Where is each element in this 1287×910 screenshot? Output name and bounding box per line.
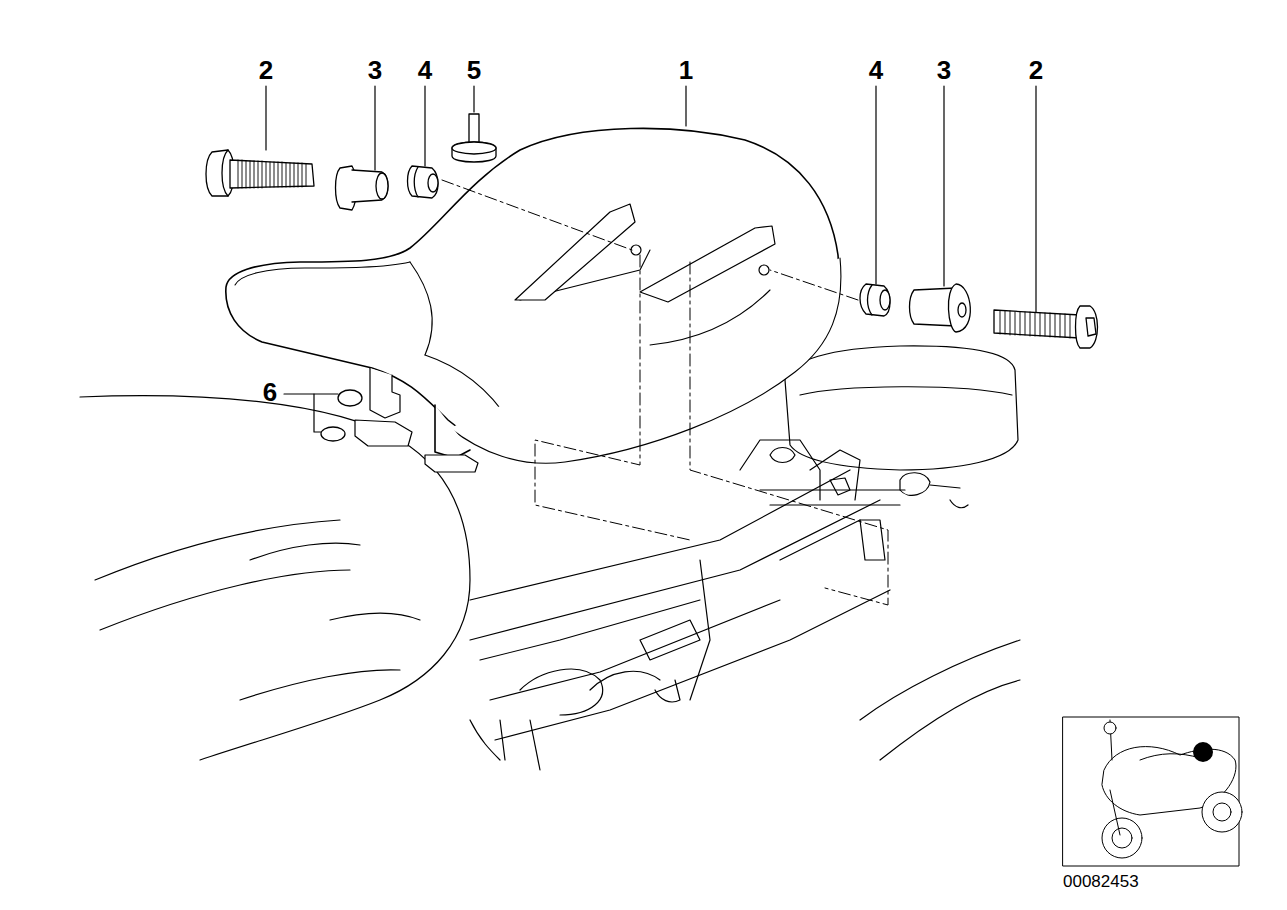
callout-number: 2 <box>259 57 273 83</box>
rear-seat <box>785 346 1020 760</box>
callout-number: 4 <box>869 57 883 83</box>
hardware <box>206 114 1098 441</box>
frame <box>470 440 905 770</box>
seat <box>226 128 841 472</box>
callout-number: 6 <box>263 379 277 405</box>
callout-number: 1 <box>679 57 693 83</box>
callout-number: 4 <box>418 57 432 83</box>
callout-number: 3 <box>368 57 382 83</box>
callout-number: 5 <box>467 57 481 83</box>
fuel-tank <box>80 396 470 760</box>
leader-line <box>266 86 1036 432</box>
figure-number: 00082453 <box>1063 873 1139 890</box>
alignment-line <box>442 180 888 605</box>
callout-number: 2 <box>1029 57 1043 83</box>
callout-number: 3 <box>937 57 951 83</box>
inset-overview <box>1063 717 1242 866</box>
